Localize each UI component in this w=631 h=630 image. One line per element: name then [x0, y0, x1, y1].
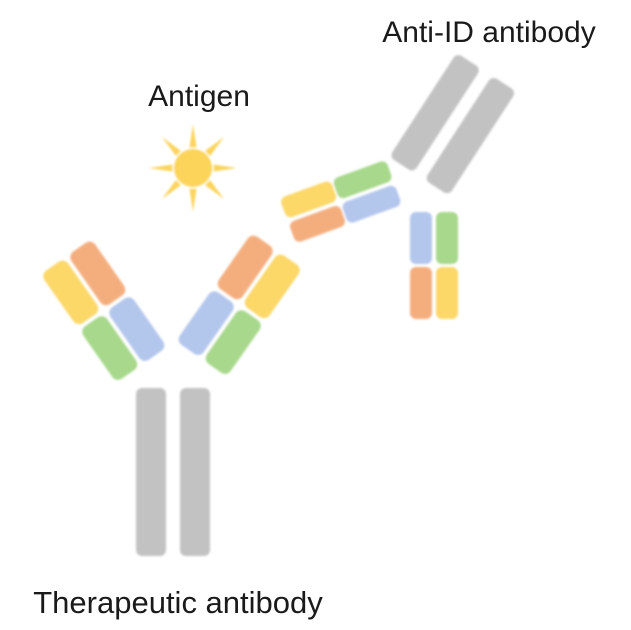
- sun-ray: [189, 124, 197, 148]
- anti-id-antibody-label: Anti-ID antibody: [382, 16, 595, 49]
- anti-id-heavy-chain-left: [391, 55, 479, 171]
- anti-id-heavy-chain-right: [426, 78, 514, 194]
- anti-id-lower-yellow-domain: [436, 267, 458, 319]
- anti-id-upper-green-domain: [333, 161, 392, 199]
- sun-ray: [205, 136, 225, 156]
- sun-ray: [213, 164, 237, 172]
- sun-ray: [161, 136, 181, 156]
- therapeutic-heavy-chain-right: [180, 388, 210, 556]
- anti-id-upper-blue-domain: [342, 185, 401, 223]
- right-fab-orange-domain: [217, 235, 273, 300]
- therapeutic-antibody: [43, 235, 300, 556]
- sun-ray: [161, 180, 181, 200]
- antigen-label: Antigen: [148, 80, 250, 113]
- right-fab-yellow-domain: [244, 254, 300, 319]
- anti-id-lower-green-domain: [436, 212, 458, 264]
- anti-id-upper-yellow-domain: [281, 181, 337, 218]
- sun-ray: [149, 164, 173, 172]
- sun-icon: [149, 124, 237, 212]
- anti-id-lower-orange-domain: [410, 267, 432, 319]
- anti-id-lower-blue-domain: [410, 212, 432, 264]
- left-fab-yellow-domain: [43, 260, 99, 325]
- therapeutic-left-fab: [43, 241, 165, 380]
- anti-id-lower-fab: [410, 212, 458, 319]
- sun-ray: [189, 188, 197, 212]
- left-fab-orange-domain: [70, 241, 126, 306]
- anti-id-upper-fab: [281, 161, 401, 242]
- right-fab-blue-domain: [178, 291, 234, 355]
- therapeutic-heavy-chain-left: [136, 388, 166, 556]
- left-fab-blue-domain: [109, 297, 165, 361]
- anti-id-upper-orange-domain: [290, 205, 345, 242]
- therapeutic-right-fab: [178, 235, 300, 374]
- right-fab-green-domain: [205, 310, 261, 374]
- sun-ray: [205, 180, 225, 200]
- therapeutic-antibody-label: Therapeutic antibody: [33, 585, 323, 620]
- anti-id-antibody: [281, 55, 514, 319]
- left-fab-green-domain: [82, 316, 138, 380]
